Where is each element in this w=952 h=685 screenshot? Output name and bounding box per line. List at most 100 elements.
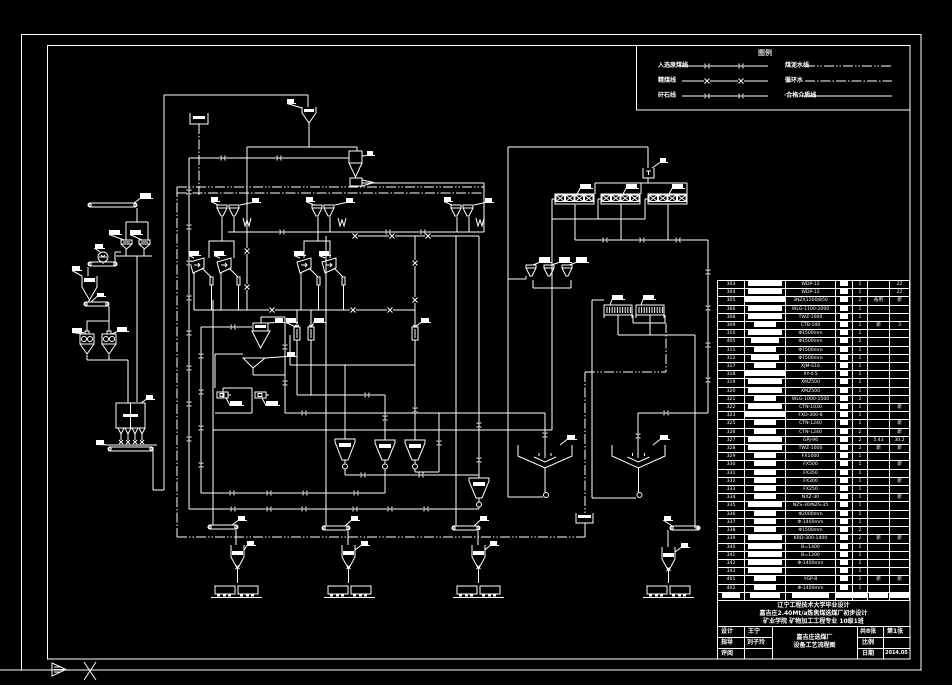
equipment-name: 加压过滤机 <box>747 436 782 442</box>
equipment-spec-cell: FX250 <box>786 486 836 495</box>
equipment-name-cell: 带式输送机 <box>745 559 786 569</box>
equipment-spec: WLG-1000-1500 <box>791 396 830 402</box>
bunker-body <box>230 545 245 571</box>
equipment-no: 320 <box>726 388 736 394</box>
equipment-qty: 1 <box>858 314 862 320</box>
equipment-power-cell: 功率 <box>868 592 890 601</box>
bin-feeder <box>124 427 132 445</box>
equipment-power-cell <box>868 543 890 552</box>
equipment-spec: TWZ-1000 <box>798 446 823 452</box>
separator-detail <box>294 324 300 338</box>
underflow-pump <box>636 492 643 498</box>
equipment-qty-cell: 1 <box>853 486 868 495</box>
bunker-gate <box>476 564 481 570</box>
equipment-name: 脱介筛 <box>753 395 776 401</box>
tag-block <box>72 328 82 332</box>
screen-deck <box>462 204 474 209</box>
equipment-no: 306 <box>726 306 736 312</box>
crusher-roll <box>81 336 87 342</box>
cyclone-cone <box>348 162 363 179</box>
equipment-unit-cell: 台 <box>836 404 853 413</box>
classifying-cyclone <box>241 357 267 369</box>
sump-body <box>468 477 490 499</box>
equipment-spec: XJM-S16 <box>801 364 820 370</box>
conveyor-pulley <box>105 302 109 306</box>
equipment-spec: Φ1500mm <box>798 339 823 345</box>
bin-feeder <box>117 427 125 445</box>
wagon-wheel <box>488 594 491 597</box>
equipment-note-cell <box>890 584 910 593</box>
equipment-spec-cell: NZS-30/NZS-35 <box>786 502 836 511</box>
h-flow-mark <box>353 490 359 496</box>
equipment-power-cell <box>868 371 890 380</box>
equipment-name: 振动给料机 <box>747 535 782 541</box>
wagon-wheel <box>655 594 658 597</box>
equipment-qty-cell: 2 <box>853 297 868 306</box>
equipment-unit-cell: 台 <box>836 281 853 290</box>
leader-line <box>140 399 155 404</box>
equipment-number-tags <box>71 99 690 553</box>
equipment-unit-cell: 台 <box>836 395 853 405</box>
equipment-name-cell: 中煤仓 <box>745 518 786 528</box>
equipment-power-cell <box>868 363 890 372</box>
conveyor-pulley <box>234 525 238 529</box>
mark-glyph <box>663 410 669 416</box>
equipment-name-cell: 煤泥分级旋流器 <box>745 412 786 421</box>
legend-label: 精煤线 <box>658 77 677 84</box>
equipment-note-cell <box>890 363 910 372</box>
equipment-no: 342 <box>726 560 736 566</box>
tag-block <box>660 435 668 439</box>
equipment-name: 原煤分级筛 <box>747 281 782 286</box>
equipment-no: 336 <box>726 511 736 517</box>
tag-block <box>117 327 127 331</box>
equipment-unit: 台 <box>840 404 848 410</box>
leader-line <box>414 322 431 328</box>
dense-medium-cyclone <box>189 257 214 286</box>
equipment-qty: 2 <box>858 429 862 435</box>
tag-block <box>346 198 353 202</box>
leader-line <box>473 202 494 206</box>
ucs-triangle-icon <box>51 662 68 677</box>
equipment-unit-cell: 个 <box>836 338 853 347</box>
equipment-no: 332 <box>726 478 736 484</box>
h-flow-mark <box>705 377 711 383</box>
mark-glyph <box>705 305 711 311</box>
conveyor-pulley <box>208 525 212 529</box>
tag-block <box>539 257 550 262</box>
desliming-screen <box>228 204 240 217</box>
equipment-power-cell: 新 <box>868 576 890 585</box>
screen-deck <box>450 204 462 209</box>
equipment-name: 矿浆预处理器 <box>745 371 785 377</box>
equipment-unit: 台 <box>840 436 848 442</box>
wagon-wheel <box>364 594 367 597</box>
mark-glyph <box>704 93 710 99</box>
equipment-number-tag <box>674 543 690 553</box>
mark-glyph <box>389 233 395 239</box>
screen-deck <box>120 239 133 245</box>
belt-conveyor <box>451 525 481 531</box>
equipment-spec-cell: CTB-100 <box>786 322 836 331</box>
equipment-number-tag <box>293 251 306 259</box>
equipment-spec-cell: TWZ-1000 <box>786 445 836 454</box>
mark-glyph <box>282 344 288 350</box>
leader-line <box>71 270 83 277</box>
screen-deck <box>561 264 573 269</box>
equipment-power-cell <box>868 527 890 536</box>
wagon-wheel <box>470 594 473 597</box>
equipment-unit: 台 <box>840 461 848 467</box>
mark-glyph <box>266 506 272 512</box>
conveyor-pulley <box>670 526 674 530</box>
equipment-spec: Φ1500mm <box>798 528 823 534</box>
equipment-spec: FX300 <box>803 478 818 484</box>
equipment-unit: 台 <box>840 313 848 319</box>
equipment-no: 序号 <box>721 592 740 598</box>
cyclone-body <box>189 257 205 274</box>
equipment-no-cell: 323 <box>718 412 745 421</box>
